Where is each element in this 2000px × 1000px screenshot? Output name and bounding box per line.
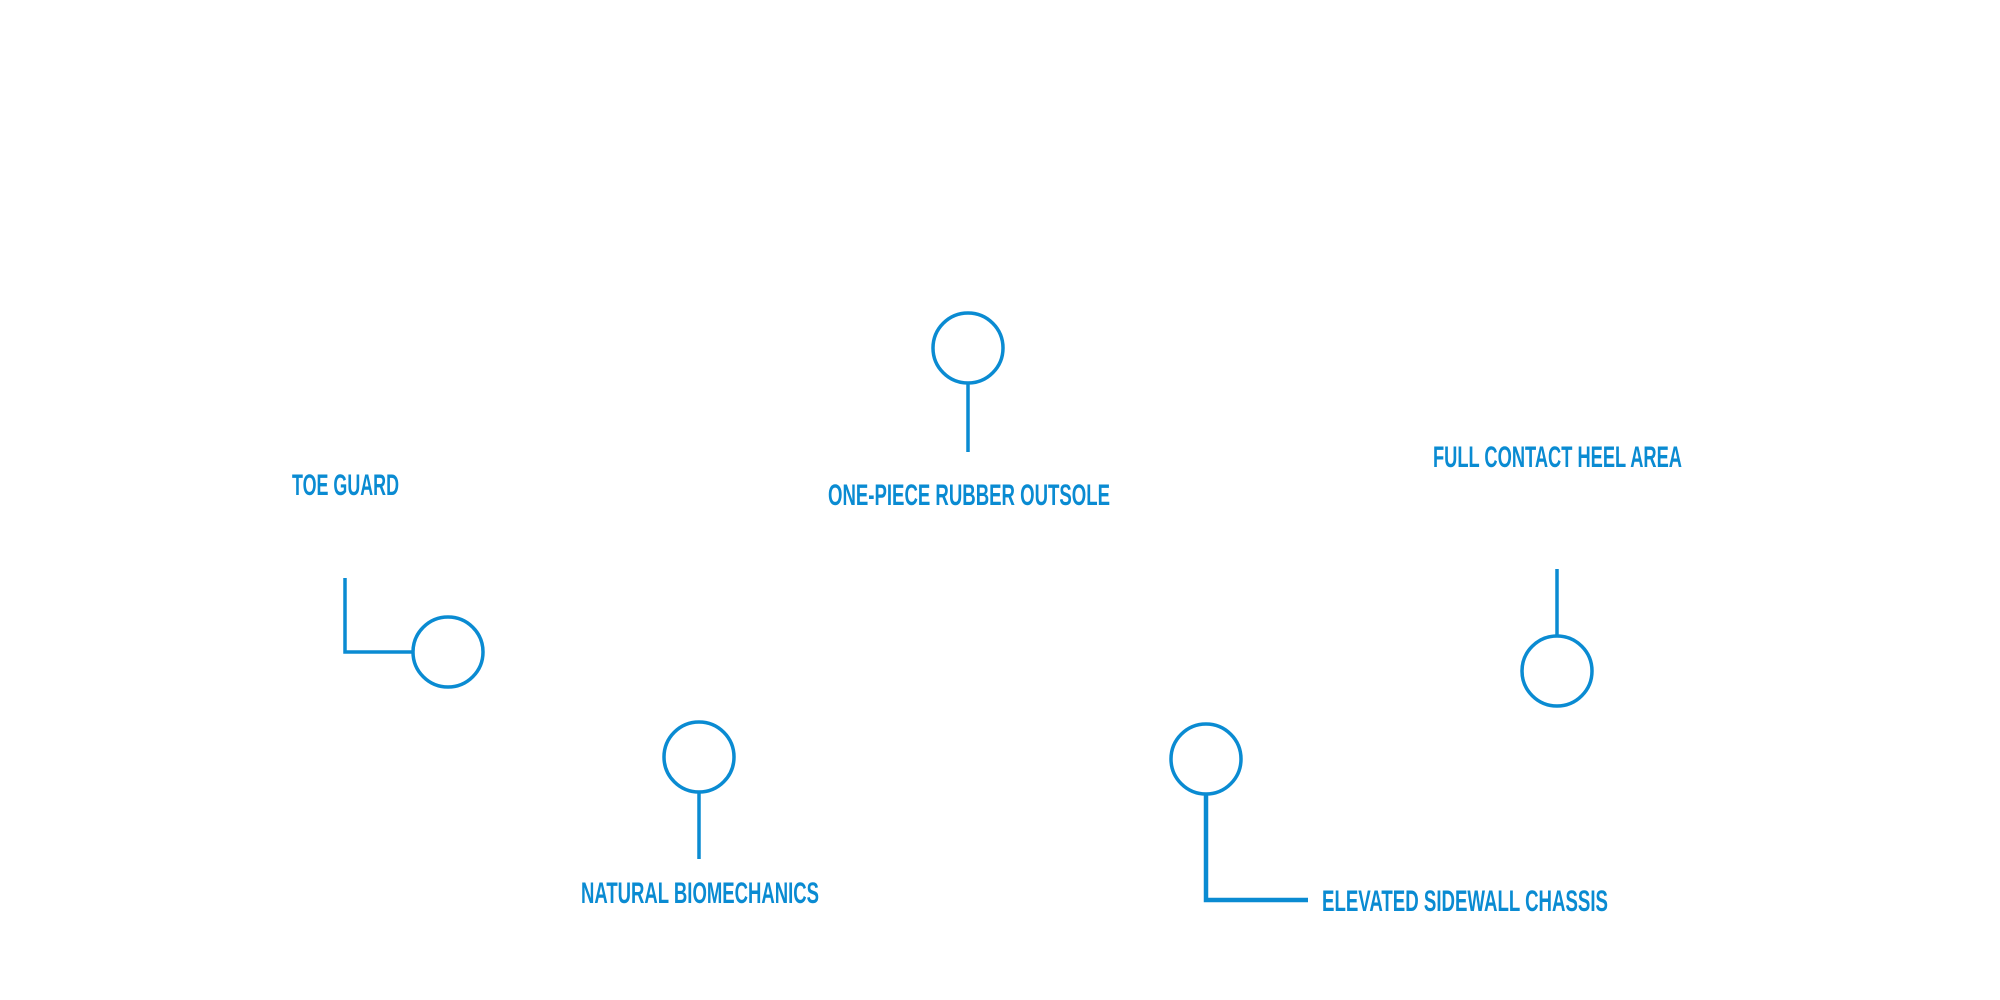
callout-biomechanics: NATURAL BIOMECHANICS	[581, 720, 819, 910]
callout-outsole: ONE-PIECE RUBBER OUTSOLE	[828, 311, 1110, 512]
callout-label-sidewall: ELEVATED SIDEWALL CHASSIS	[1322, 885, 1608, 918]
callout-marker-circle	[662, 720, 736, 794]
callout-sidewall: ELEVATED SIDEWALL CHASSIS	[1169, 722, 1608, 918]
leader-line	[1203, 794, 1308, 903]
callout-label-heel: FULL CONTACT HEEL AREA	[1433, 441, 1682, 474]
callout-marker-circle	[931, 311, 1005, 385]
leader-line	[343, 578, 413, 654]
callout-marker-circle	[1169, 722, 1243, 796]
callout-label-biomechanics: NATURAL BIOMECHANICS	[581, 877, 819, 910]
callout-label-outsole: ONE-PIECE RUBBER OUTSOLE	[828, 479, 1110, 512]
callout-marker-circle	[411, 615, 485, 689]
callout-marker-circle	[1520, 634, 1594, 708]
callout-toe-guard: TOE GUARD	[292, 469, 485, 689]
callout-label-toe-guard: TOE GUARD	[292, 469, 399, 502]
callout-heel: FULL CONTACT HEEL AREA	[1433, 441, 1682, 708]
